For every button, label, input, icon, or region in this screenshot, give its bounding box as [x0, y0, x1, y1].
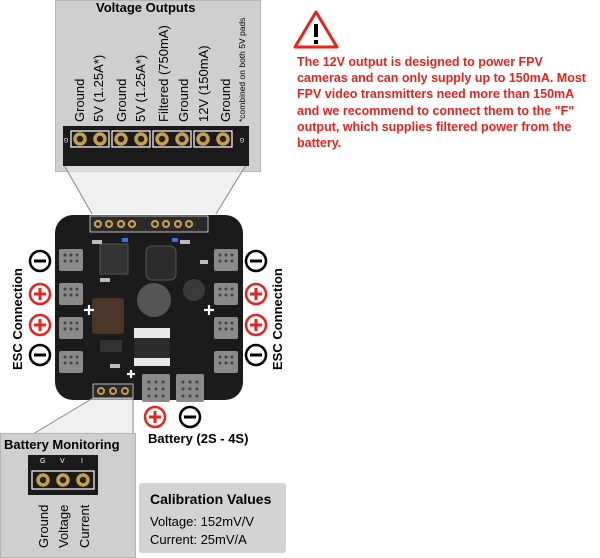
- esc-polarity-right: [244, 249, 268, 367]
- esc-polarity-left: [28, 249, 52, 367]
- esc-connection-label-right: ESC Connection: [270, 268, 285, 370]
- calibration-title: Calibration Values: [150, 491, 272, 507]
- battery-monitor-header-zoom: [28, 455, 98, 495]
- esc-connection-label-left: ESC Connection: [10, 268, 25, 370]
- monitor-pin-label-g: G: [40, 458, 46, 465]
- board-plus-marks: [84, 305, 214, 378]
- monitor-label-voltage: Voltage: [56, 504, 71, 548]
- board-output-header: [89, 215, 209, 233]
- monitor-label-ground: Ground: [36, 504, 51, 548]
- voltage-callout-connector: [64, 165, 246, 214]
- monitor-label-current: Current: [77, 504, 92, 548]
- svg-text:G: G: [63, 136, 68, 142]
- calibration-voltage: Voltage: 152mV/V: [150, 514, 255, 529]
- calibration-values-box: Calibration Values Voltage: 152mV/V Curr…: [139, 483, 286, 553]
- calibration-current: Current: 25mV/A: [150, 532, 247, 547]
- voltage-outputs-title: Voltage Outputs: [96, 0, 196, 15]
- svg-text:G: G: [239, 136, 244, 142]
- warning-text: The 12V output is designed to power FPV …: [297, 55, 586, 151]
- voltage-header-zoom: G G: [63, 126, 249, 166]
- battery-monitoring-callout: [0, 433, 136, 558]
- battery-monitoring-title: Battery Monitoring: [4, 437, 120, 452]
- warning-triangle-icon: [293, 10, 339, 49]
- monitor-pin-label-i: I: [81, 458, 83, 465]
- battery-polarity: [143, 405, 202, 429]
- board-components: [92, 238, 208, 368]
- board-monitor-header: [92, 383, 134, 399]
- monitor-pin-label-v: V: [60, 458, 65, 465]
- battery-label: Battery (2S - 4S): [148, 431, 249, 446]
- battery-pads: [142, 374, 204, 402]
